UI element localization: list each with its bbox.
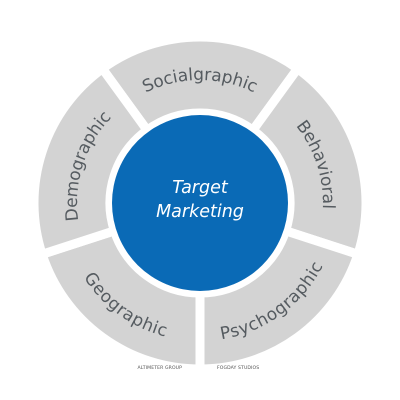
segment-behavioral (246, 62, 371, 260)
center-label-line-2: Marketing (156, 202, 244, 222)
segment-socialgraphic (96, 32, 304, 137)
center-circle (112, 115, 288, 291)
center-label-line-1: Target (172, 178, 229, 198)
segments-layer (29, 32, 371, 374)
segment-demographic (29, 62, 154, 260)
segment-geographic (36, 225, 205, 374)
segment-psychographic (195, 225, 364, 374)
credit-fogday-studios: FOGDAY STUDIOS (217, 365, 259, 371)
credit-altimeter-group: ALTIMETER GROUP (138, 365, 183, 371)
